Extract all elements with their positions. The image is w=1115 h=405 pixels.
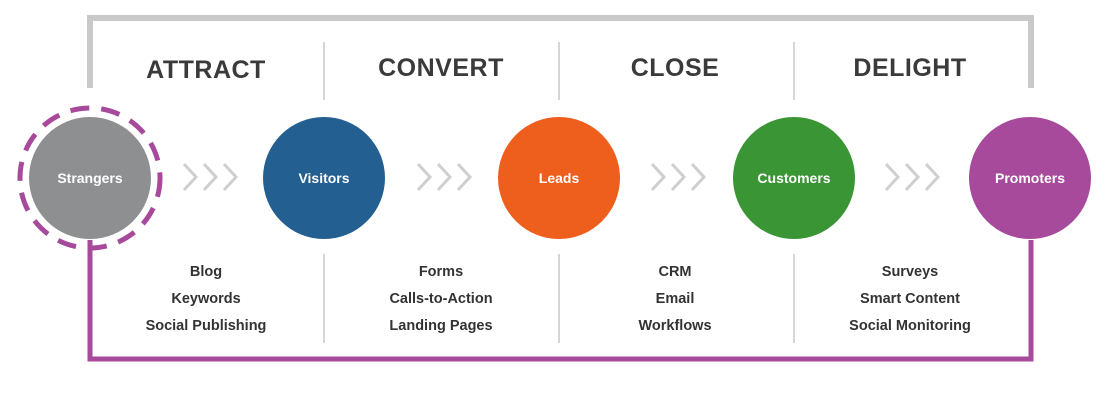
node-strangers-label: Strangers [57,170,123,186]
tool-item: Workflows [638,318,711,334]
node-leads-circle [498,117,620,239]
node-visitors-circle [263,117,385,239]
top-bracket-line [87,15,1034,88]
node-promoters-circle [969,117,1091,239]
feedback-loop-line [87,240,1034,362]
tool-item: Email [656,291,695,307]
node-visitors-label: Visitors [298,170,349,186]
chevron-arrows-icon [182,162,239,192]
tool-item: Forms [419,264,463,280]
tools-attract: Blog Keywords Social Publishing [146,264,267,334]
strangers-dashed-ring [17,105,163,251]
tool-item: Keywords [171,291,240,307]
stage-title-convert: CONVERT [378,54,504,82]
tool-item: Surveys [882,264,938,280]
node-promoters: Promoters [969,117,1091,239]
node-customers-circle [733,117,855,239]
tools-delight: Surveys Smart Content Social Monitoring [849,264,971,334]
node-strangers: Strangers [29,117,151,239]
stage-title-attract: ATTRACT [146,56,266,84]
tool-item: CRM [658,264,691,280]
tools-close: CRM Email Workflows [638,264,711,334]
tool-item: Blog [190,264,222,280]
node-promoters-label: Promoters [995,170,1065,186]
tool-item: Landing Pages [389,318,492,334]
chevron-arrows-icon [884,162,941,192]
chevron-arrows-icon [650,162,707,192]
node-leads: Leads [498,117,620,239]
node-leads-label: Leads [539,170,580,186]
chevron-arrows-icon [416,162,473,192]
tools-convert: Forms Calls-to-Action Landing Pages [389,264,492,334]
node-customers-label: Customers [757,170,830,186]
node-strangers-circle [29,117,151,239]
tool-item: Social Publishing [146,318,267,334]
node-visitors: Visitors [263,117,385,239]
stage-title-delight: DELIGHT [853,54,966,82]
tool-item: Calls-to-Action [389,291,492,307]
node-customers: Customers [733,117,855,239]
tool-item: Social Monitoring [849,318,971,334]
tool-item: Smart Content [860,291,960,307]
stage-title-close: CLOSE [631,54,720,82]
